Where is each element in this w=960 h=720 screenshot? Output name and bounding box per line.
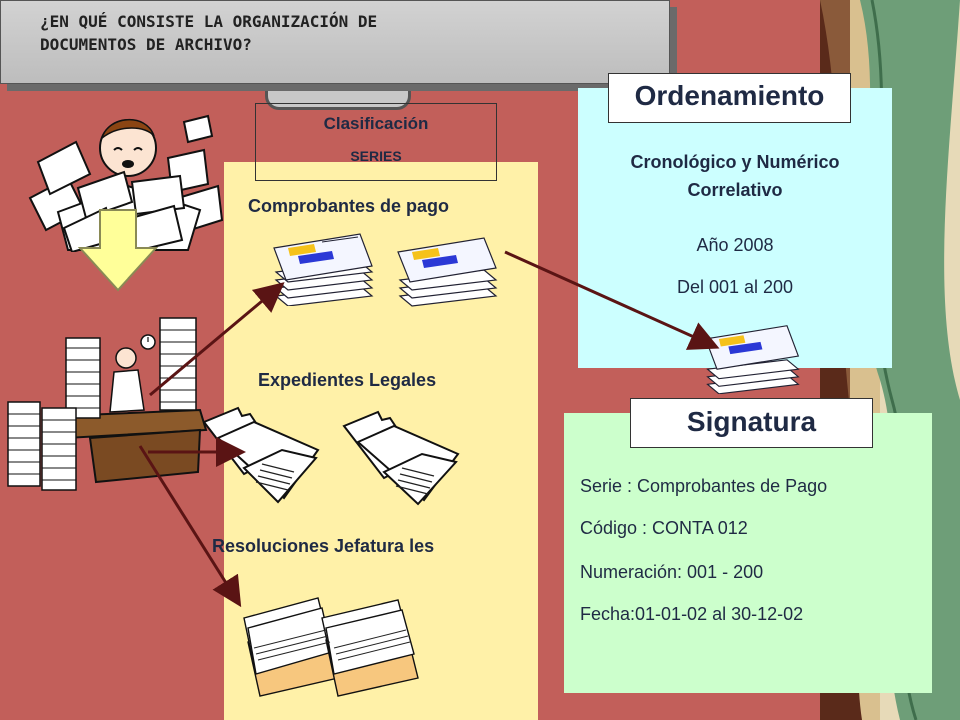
series-label-resoluciones: Resoluciones Jefatura les <box>212 536 435 556</box>
ordenamiento-criteria: Cronológico y Numérico Correlativo <box>630 152 840 200</box>
clasificacion-subtitle: SERIES <box>350 148 402 164</box>
signatura-fecha: Fecha:01-01-02 al 30-12-02 <box>580 604 804 624</box>
buried-in-papers-icon <box>28 114 224 252</box>
series-label-expedientes: Expedientes Legales <box>258 370 437 390</box>
clasificacion-title: Clasificación <box>323 114 429 133</box>
series-label-comprobantes: Comprobantes de pago <box>248 196 450 216</box>
signatura-numeracion: Numeración: 001 - 200 <box>580 562 764 582</box>
signatura-panel <box>564 413 932 693</box>
ordenamiento-range: Del 001 al 200 <box>676 277 794 297</box>
clasificacion-box: Clasificación SERIES <box>255 103 497 181</box>
signatura-codigo: Código : CONTA 012 <box>580 518 748 538</box>
paper-pile-icon <box>243 597 419 697</box>
folder-icon <box>342 410 460 506</box>
signatura-heading: Signatura <box>686 406 817 437</box>
title-banner <box>0 0 670 84</box>
ordenamiento-heading: Ordenamiento <box>634 80 825 111</box>
document-stack-icon <box>704 325 800 394</box>
ordenamiento-heading-box: Ordenamiento <box>608 73 851 123</box>
document-stack-icon <box>397 237 498 307</box>
ordenamiento-year: Año 2008 <box>696 235 774 255</box>
page-title: ¿EN QUÉ CONSISTE LA ORGANIZACIÓN DE DOCU… <box>40 12 378 54</box>
document-stack-icon <box>273 233 374 306</box>
signatura-heading-box: Signatura <box>630 398 873 448</box>
clerk-at-desk-icon <box>7 317 208 491</box>
down-arrow-icon <box>78 209 158 292</box>
signatura-serie: Serie : Comprobantes de Pago <box>580 476 828 496</box>
